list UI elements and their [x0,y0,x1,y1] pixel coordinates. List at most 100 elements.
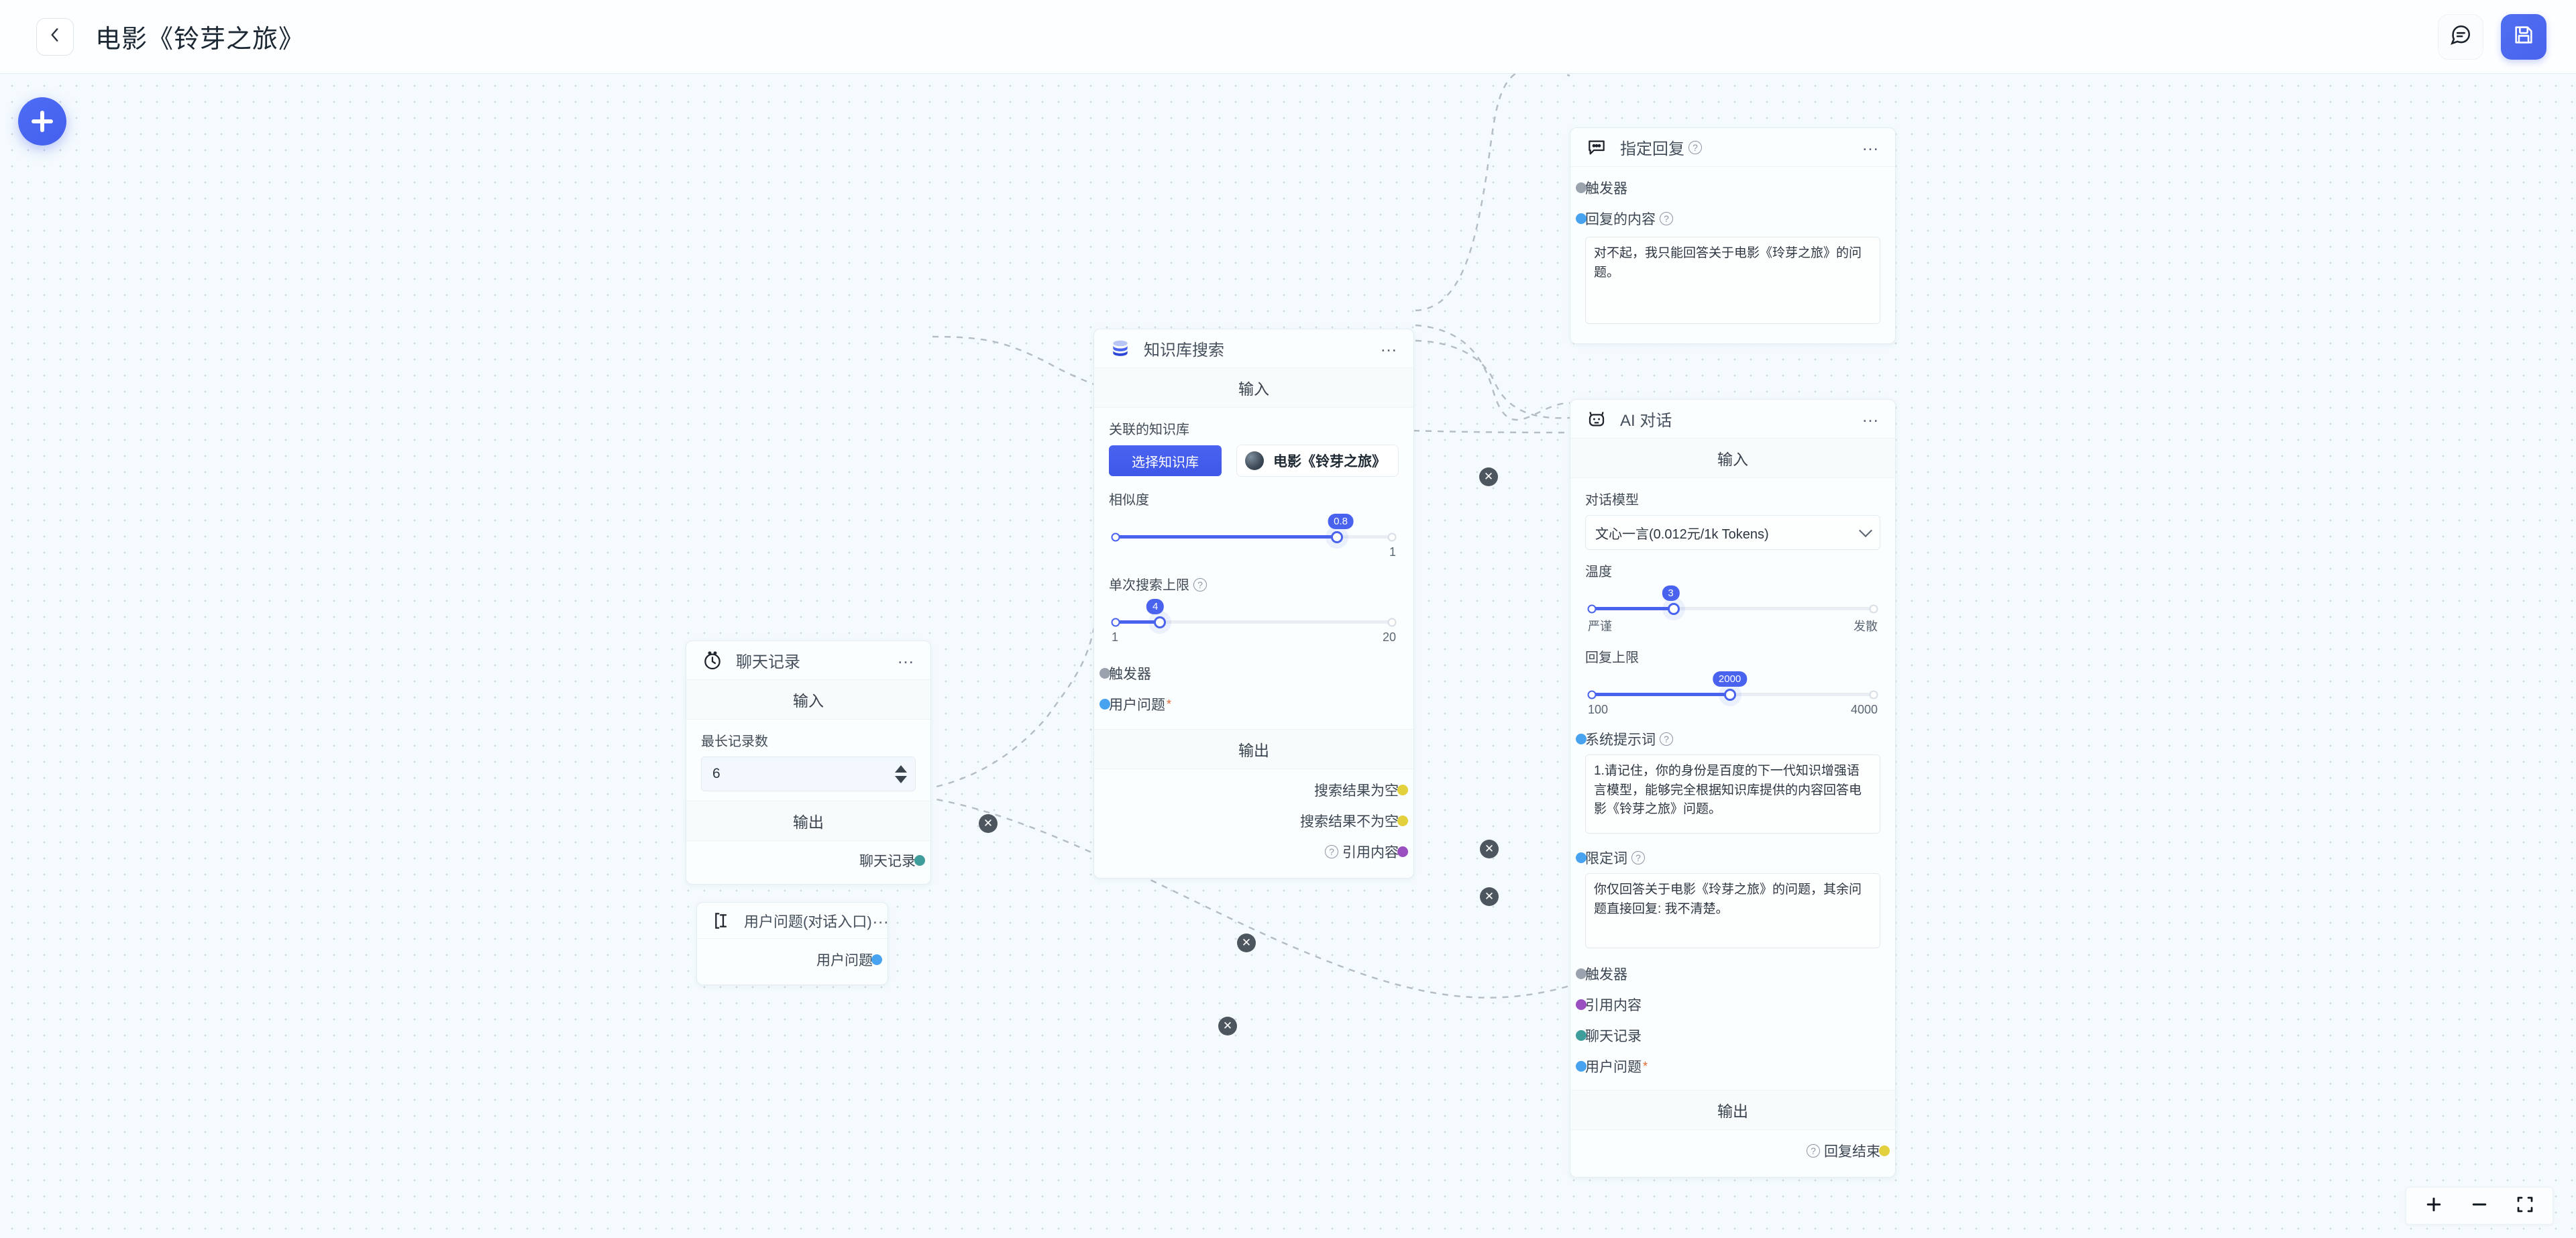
port-dot-yellow[interactable] [1397,785,1408,795]
help-icon[interactable]: ? [1660,732,1673,746]
input-port-user-question[interactable]: 用户问题* [1576,1051,1884,1082]
slider-track[interactable] [1587,602,1878,615]
port-dot-grey[interactable] [1576,182,1587,193]
port-dot-purple[interactable] [1576,999,1587,1010]
kb-selected-chip[interactable]: 电影《铃芽之旅》 [1236,445,1399,477]
model-label: 对话模型 [1585,493,1639,508]
port-dot-teal[interactable] [914,855,925,866]
fit-view-button[interactable] [2514,1194,2536,1217]
port-dot-grey[interactable] [1099,668,1110,679]
help-icon[interactable]: ? [1807,1144,1820,1158]
node-chat-history[interactable]: 聊天记录 … 输入 最长记录数 6 输出 聊天记录 [686,640,931,885]
port-label: 触发器 [1585,967,1627,982]
help-icon[interactable]: ? [1660,212,1673,225]
system-prompt-field [1581,753,1884,837]
model-select[interactable]: 文心一言(0.012元/1k Tokens) [1585,515,1880,550]
edge-delete-button[interactable]: ✕ [1479,467,1498,486]
select-kb-button[interactable]: 选择知识库 [1109,445,1222,476]
help-icon[interactable]: ? [1325,845,1338,858]
input-port-qualifier[interactable]: 限定词? [1576,844,1884,872]
zoom-out-button[interactable] [2468,1194,2491,1217]
slider-end-dot [1869,604,1878,613]
output-port-reply-finished[interactable]: ? 回复结束 [1581,1135,1890,1166]
max-records-stepper[interactable]: 6 [701,756,916,791]
search-limit-slider[interactable]: 4 1 20 [1109,599,1399,644]
help-icon[interactable]: ? [1193,578,1207,592]
back-button[interactable] [36,17,74,56]
fit-screen-icon [2515,1194,2535,1218]
max-reply-slider[interactable]: 2000 100 4000 [1585,671,1880,717]
edge-delete-button[interactable]: ✕ [979,814,998,833]
max-reply-min-label: 100 [1588,703,1609,716]
help-icon[interactable]: ? [1631,851,1645,864]
qualifier-textarea[interactable] [1585,873,1880,948]
input-port-trigger[interactable]: 触发器 [1576,172,1884,203]
similarity-slider[interactable]: 0.8 1 [1109,514,1399,559]
slider-knob[interactable] [1330,530,1343,543]
node-menu-button[interactable]: … [1862,405,1880,426]
port-dot-blue[interactable] [871,954,882,965]
temperature-slider[interactable]: 3 严谨 发散 [1585,585,1880,634]
kb-picker-row: 选择知识库 电影《铃芽之旅》 [1109,445,1399,477]
input-port-chat-history[interactable]: 聊天记录 [1576,1020,1884,1051]
port-label: 引用内容 [1342,845,1399,860]
output-port-chat-history[interactable]: 聊天记录 [697,845,925,876]
output-port-nonempty-result[interactable]: 搜索结果不为空 [1105,805,1408,836]
port-dot-purple[interactable] [1397,846,1408,857]
comment-button[interactable] [2438,13,2483,60]
input-port-trigger[interactable]: 触发器 [1099,658,1403,689]
zoom-in-button[interactable] [2422,1194,2445,1217]
edge-delete-button[interactable]: ✕ [1218,1017,1237,1035]
port-dot-grey[interactable] [1576,968,1587,979]
port-dot-teal[interactable] [1576,1030,1587,1041]
port-dot-yellow[interactable] [1397,815,1408,826]
stepper-up-icon[interactable] [895,765,907,773]
node-ai-chat[interactable]: AI 对话 … 输入 对话模型 文心一言(0.012元/1k Tokens) 温… [1570,399,1896,1178]
temperature-value-bubble: 3 [1662,585,1680,601]
node-fixed-reply[interactable]: 指定回复 ? … 触发器 回复的内容? [1570,127,1896,344]
slider-knob[interactable] [1723,688,1736,701]
slider-knob[interactable] [1153,616,1166,628]
save-button[interactable] [2501,13,2546,60]
input-port-reply-content[interactable]: 回复的内容? [1576,203,1884,234]
input-port-system-prompt[interactable]: 系统提示词? [1576,725,1884,753]
edge-delete-button[interactable]: ✕ [1480,840,1499,858]
slider-track[interactable] [1587,688,1878,701]
port-dot-yellow[interactable] [1879,1145,1890,1156]
reply-content-textarea[interactable] [1585,237,1880,324]
node-user-question-entry[interactable]: 用户问题(对话入口) … 用户问题 [696,902,891,985]
search-limit-group: 单次搜索上限? 4 1 20 [1094,563,1413,653]
output-port-empty-result[interactable]: 搜索结果为空 [1105,775,1408,805]
port-dot-blue[interactable] [1576,1061,1587,1072]
input-port-user-question[interactable]: 用户问题* [1099,689,1403,720]
flow-canvas[interactable]: 聊天记录 … 输入 最长记录数 6 输出 聊天记录 [0,74,2576,1238]
max-reply-label: 回复上限 [1585,651,1639,665]
slider-track[interactable] [1111,530,1397,543]
node-header: 用户问题(对话入口) … [697,903,891,939]
node-menu-button[interactable]: … [1862,133,1880,154]
chevron-down-icon [1859,524,1872,538]
port-dot-blue[interactable] [1099,699,1110,710]
node-kb-search[interactable]: 知识库搜索 … 输入 关联的知识库 选择知识库 电影《铃芽之旅》 相似度 0.8 [1093,329,1414,879]
node-menu-button[interactable]: … [871,907,891,927]
node-menu-button[interactable]: … [1380,335,1399,355]
port-dot-blue[interactable] [1576,213,1587,224]
stepper-down-icon[interactable] [895,775,907,783]
input-port-quote-content[interactable]: 引用内容 [1576,989,1884,1020]
slider-fill [1592,693,1730,696]
slider-track[interactable] [1111,616,1397,628]
system-prompt-textarea[interactable] [1585,754,1880,834]
slider-knob[interactable] [1667,602,1680,615]
port-dot-blue[interactable] [1576,734,1587,744]
port-dot-blue[interactable] [1576,852,1587,863]
output-port-user-question[interactable]: 用户问题 [708,944,882,975]
edge-delete-button[interactable]: ✕ [1237,934,1256,952]
qualifier-field [1581,872,1884,952]
output-port-quote-content[interactable]: ? 引用内容 [1105,836,1408,867]
model-group: 对话模型 文心一言(0.012元/1k Tokens) [1570,478,1895,554]
input-port-trigger[interactable]: 触发器 [1576,958,1884,989]
edge-delete-button[interactable]: ✕ [1480,887,1499,906]
node-menu-button[interactable]: … [897,646,916,667]
add-node-button[interactable] [18,97,66,146]
help-icon[interactable]: ? [1688,140,1702,154]
